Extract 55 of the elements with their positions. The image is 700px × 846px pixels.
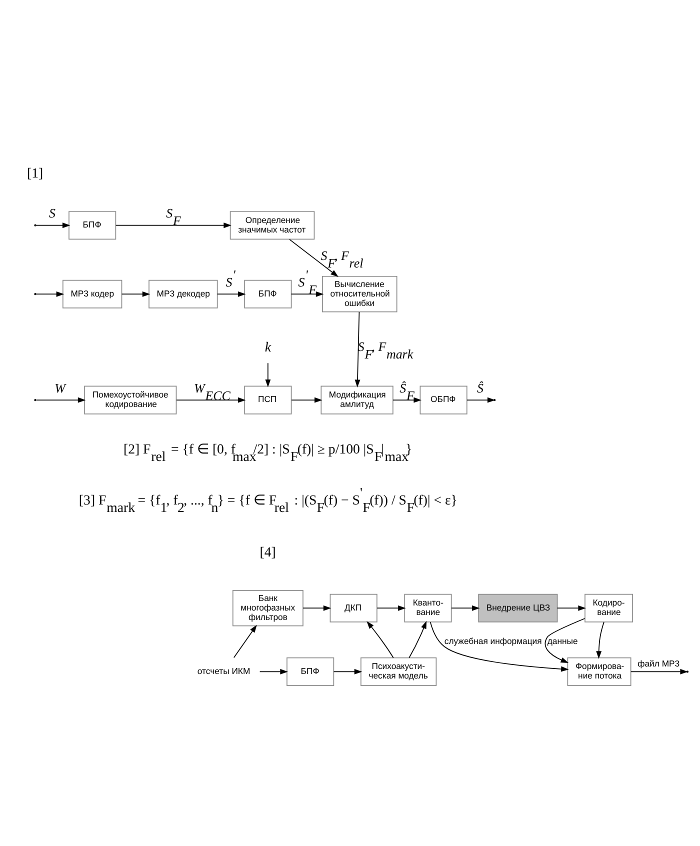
node-box: Формирова- ние потока bbox=[567, 657, 632, 686]
node-box: БПФ bbox=[244, 280, 292, 308]
node-box: Кодиро- вание bbox=[584, 594, 633, 622]
label: [4] bbox=[260, 544, 276, 560]
edge-label: W bbox=[54, 380, 66, 396]
arrow bbox=[544, 618, 586, 664]
arrow bbox=[354, 312, 360, 388]
edge-label: данные bbox=[547, 636, 578, 646]
arrow bbox=[216, 291, 246, 297]
node-text: k bbox=[264, 339, 272, 354]
node-box: Определение значимых частот bbox=[230, 211, 315, 240]
arrow bbox=[302, 605, 332, 611]
node-text: отсчеты ИКМ bbox=[197, 666, 250, 676]
arrow bbox=[289, 239, 338, 277]
arrow bbox=[408, 620, 427, 658]
label: [1] bbox=[27, 166, 44, 181]
edge-label: служебная информация bbox=[444, 636, 542, 646]
arrow bbox=[115, 222, 232, 228]
arrow bbox=[333, 668, 362, 674]
node-box: Внедрение ЦВЗ bbox=[478, 594, 558, 622]
node-box: Модификация амлитуд bbox=[320, 386, 394, 414]
arrow bbox=[35, 291, 64, 297]
arrow bbox=[35, 222, 70, 228]
arrow bbox=[265, 362, 271, 388]
arrow bbox=[291, 397, 322, 403]
arrow bbox=[596, 622, 604, 659]
arrow bbox=[430, 622, 569, 672]
edge-label: S bbox=[48, 206, 56, 221]
node-box: Кванто- вание bbox=[404, 594, 452, 622]
arrow bbox=[290, 291, 324, 297]
arrow bbox=[36, 397, 86, 403]
arrow bbox=[366, 621, 394, 658]
node-box: БПФ bbox=[68, 211, 116, 240]
arrow bbox=[451, 605, 480, 611]
arrow bbox=[176, 397, 246, 403]
arrow bbox=[376, 605, 406, 611]
arrow bbox=[121, 291, 150, 297]
node-box: Помехоустойчивое кодирование bbox=[84, 386, 177, 414]
node-box: ДКП bbox=[330, 594, 378, 622]
arrow bbox=[259, 668, 288, 674]
arrow bbox=[556, 605, 586, 611]
arrow bbox=[466, 397, 496, 403]
edge-label: Ŝ bbox=[476, 380, 484, 396]
arrow bbox=[392, 397, 422, 403]
edge-label: файл MP3 bbox=[638, 658, 680, 669]
node-box: MP3 декодер bbox=[148, 280, 218, 308]
node-box: Психоакусти- ческая модель bbox=[360, 657, 437, 686]
arrow bbox=[630, 668, 688, 674]
node-box: Вычисление относительной ошибки bbox=[322, 276, 398, 312]
arrow bbox=[233, 624, 257, 658]
node-box: БПФ bbox=[286, 657, 334, 686]
node-box: ОБПФ bbox=[420, 386, 468, 414]
node-box: MP3 кодер bbox=[62, 280, 122, 308]
node-box: Банк многофазных фильтров bbox=[232, 590, 304, 626]
node-box: ПСП bbox=[244, 386, 292, 414]
